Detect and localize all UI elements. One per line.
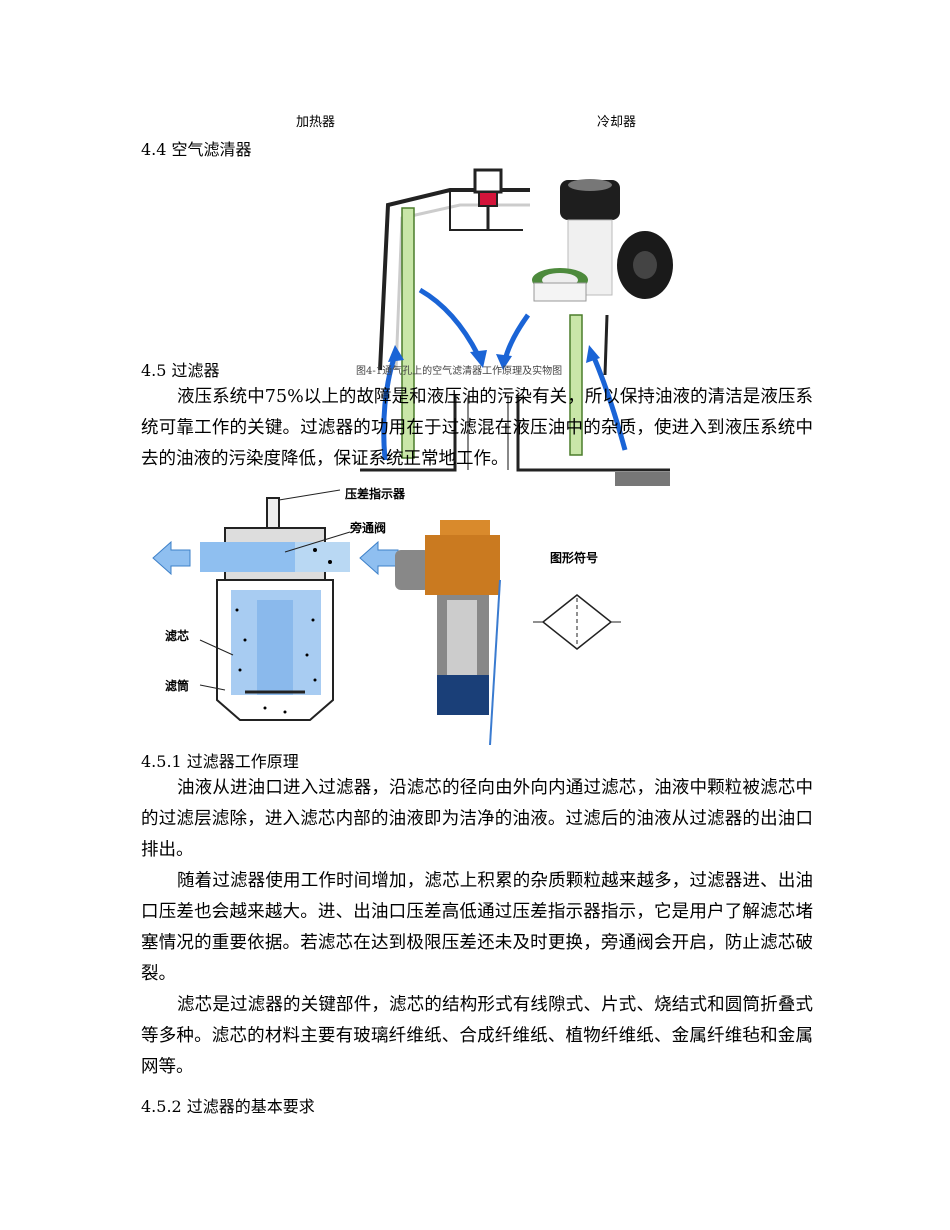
element-label: 滤芯 (165, 628, 189, 643)
section-heading-4-5-1: 4.5.1 过滤器工作原理 (141, 752, 299, 771)
bypass-label: 旁通阀 (349, 520, 386, 535)
indicator-label: 压差指示器 (345, 486, 406, 501)
figure-caption: 图4-1通气孔上的空气滤清器工作原理及实物图 (356, 366, 563, 377)
section-heading-4-5-2: 4.5.2 过滤器的基本要求 (141, 1097, 315, 1116)
breather-photo (532, 179, 673, 302)
section-heading-4-4: 4.4 空气滤清器 (141, 140, 252, 159)
paragraph-text-1: 油液从进油口进入过滤器，沿滤芯的径向由外向内通过滤芯，油液中颗粒被滤芯中的过滤层… (141, 778, 813, 860)
air-breather-figure (360, 168, 673, 486)
paragraph-4-5: 液压系统中75%以上的故障是和液压油的污染有关，所以保持油液的清洁是液压系统可靠… (141, 382, 813, 475)
bowl-label: 滤筒 (165, 678, 189, 693)
cooler-label: 冷却器 (597, 115, 637, 130)
filter-photo (395, 520, 501, 746)
filter-figure: 压差指示器 旁通阀 滤芯 滤筒 图形符号 (152, 486, 621, 746)
section-heading-4-5: 4.5 过滤器 (141, 361, 220, 380)
paragraph-text-2: 随着过滤器使用工作时间增加，滤芯上积累的杂质颗粒越来越多，过滤器进、出油口压差也… (141, 871, 813, 984)
heater-label: 加热器 (296, 115, 336, 130)
paragraph-text: 液压系统中75%以上的故障是和液压油的污染有关，所以保持油液的清洁是液压系统可靠… (141, 387, 813, 469)
paragraph-text-3: 滤芯是过滤器的关键部件，滤芯的结构形式有线隙式、片式、烧结式和圆筒折叠式等多种。… (141, 995, 813, 1077)
symbol-label: 图形符号 (550, 550, 598, 565)
paragraph-4-5-1: 油液从进油口进入过滤器，沿滤芯的径向由外向内通过滤芯，油液中颗粒被滤芯中的过滤层… (141, 773, 813, 1083)
